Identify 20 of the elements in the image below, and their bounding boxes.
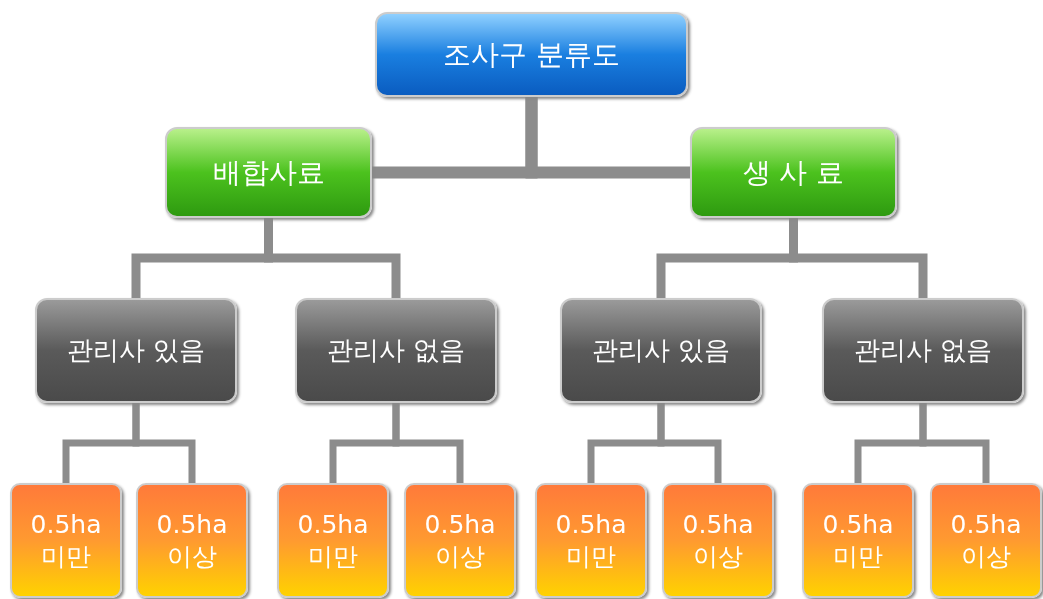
class-box: 0.5ha 이상	[662, 483, 774, 598]
title-box: 조사구 분류도	[375, 12, 688, 97]
category-box: 배합사료	[165, 127, 372, 218]
connector-line	[919, 403, 990, 483]
class-box: 0.5ha 미만	[10, 483, 122, 598]
group-box: 관리사 없음	[295, 298, 497, 403]
class-box: 0.5ha 미만	[277, 483, 389, 598]
class-box: 0.5ha 미만	[535, 483, 647, 598]
class-box: 0.5ha 이상	[930, 483, 1042, 598]
group-box: 관리사 없음	[822, 298, 1024, 403]
class-box: 0.5ha 미만	[802, 483, 914, 598]
class-box: 0.5ha 이상	[404, 483, 516, 598]
connector-line	[392, 403, 464, 483]
connector-line	[657, 403, 722, 483]
group-box: 관리사 있음	[560, 298, 762, 403]
group-box: 관리사 있음	[35, 298, 237, 403]
connector-line	[132, 403, 196, 483]
connector-line	[525, 97, 690, 179]
class-box: 0.5ha 이상	[136, 483, 248, 598]
category-box: 생 사 료	[690, 127, 897, 218]
